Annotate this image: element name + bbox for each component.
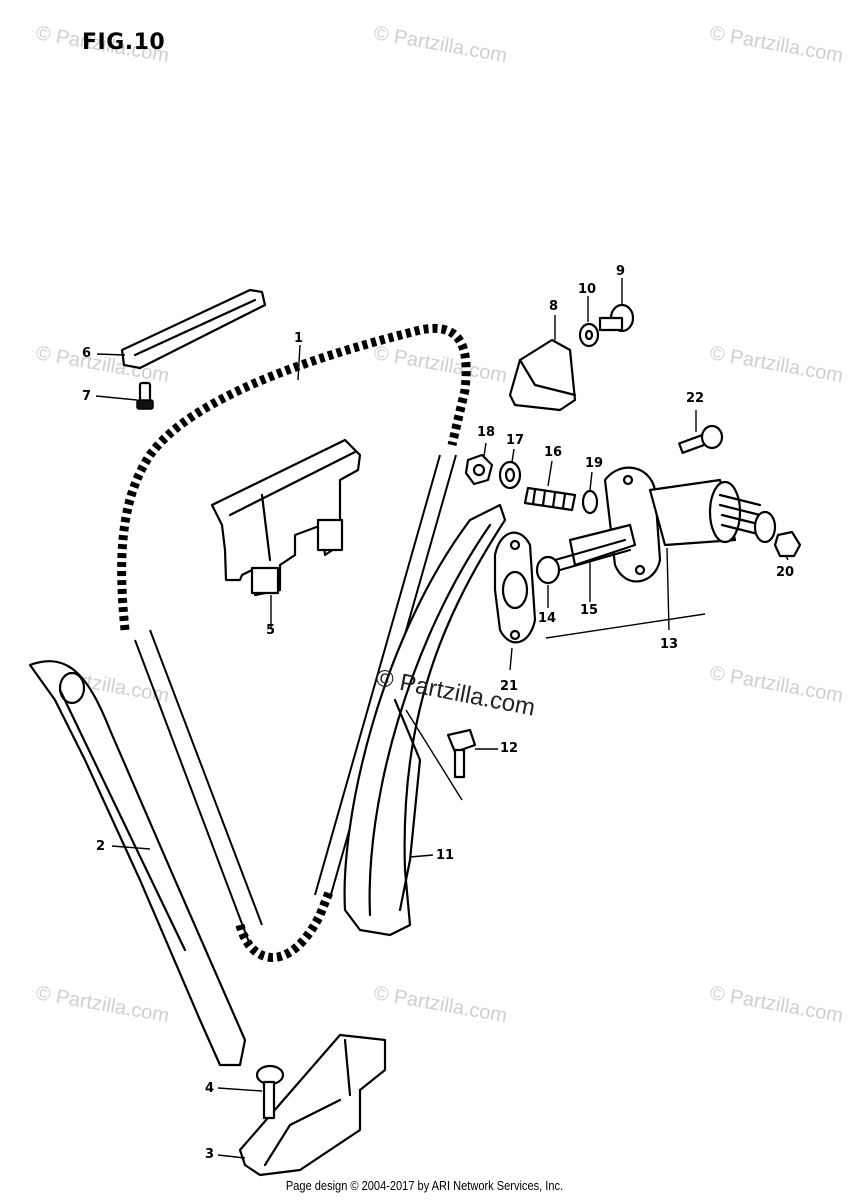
callout-5: 5	[266, 623, 276, 638]
callout-3: 3	[205, 1147, 215, 1162]
washer-10	[578, 322, 600, 348]
stud-16	[523, 486, 577, 512]
callout-6: 6	[82, 346, 92, 361]
callout-22: 22	[686, 391, 705, 406]
guide-bolt	[136, 381, 154, 410]
callout-13: 13	[660, 637, 679, 652]
callout-18: 18	[477, 425, 496, 440]
leader-lines	[95, 278, 789, 1159]
tensioner-guide-bolt	[446, 728, 477, 779]
callout-4: 4	[205, 1081, 215, 1096]
chain-tensioner-assembly	[535, 466, 777, 585]
callout-21: 21	[500, 679, 519, 694]
gasket-21	[493, 531, 537, 644]
tensioner-cap	[508, 338, 577, 412]
washer-17	[498, 460, 522, 490]
callout-19: 19	[585, 456, 604, 471]
bolt-9	[598, 303, 635, 333]
callout-7: 7	[82, 389, 92, 404]
callout-11: 11	[436, 848, 455, 863]
callout-16: 16	[544, 445, 563, 460]
chain-guide-front	[28, 660, 247, 1067]
callout-17: 17	[506, 433, 525, 448]
callout-8: 8	[549, 299, 559, 314]
callout-9: 9	[616, 264, 626, 279]
callout-2: 2	[96, 839, 106, 854]
o-ring-19	[581, 489, 599, 515]
page-footer: Page design © 2004-2017 by ARI Network S…	[285, 1178, 564, 1193]
cam-chain	[117, 324, 471, 962]
callout-20: 20	[776, 565, 795, 580]
upper-chain-guide	[120, 288, 267, 370]
nut-20	[773, 530, 802, 558]
nut-18	[464, 453, 494, 486]
chain-guide-holder	[238, 1033, 387, 1177]
callout-14: 14	[538, 611, 557, 626]
holder-screw	[255, 1064, 285, 1120]
chain-guide-bracket	[210, 438, 362, 597]
figure-title: FIG.10	[82, 30, 166, 55]
callout-1: 1	[294, 331, 304, 346]
chain-tensioner-guide	[343, 503, 507, 937]
callout-15: 15	[580, 603, 599, 618]
callout-12: 12	[500, 741, 519, 756]
bolt-22	[678, 424, 724, 454]
callout-10: 10	[578, 282, 597, 297]
